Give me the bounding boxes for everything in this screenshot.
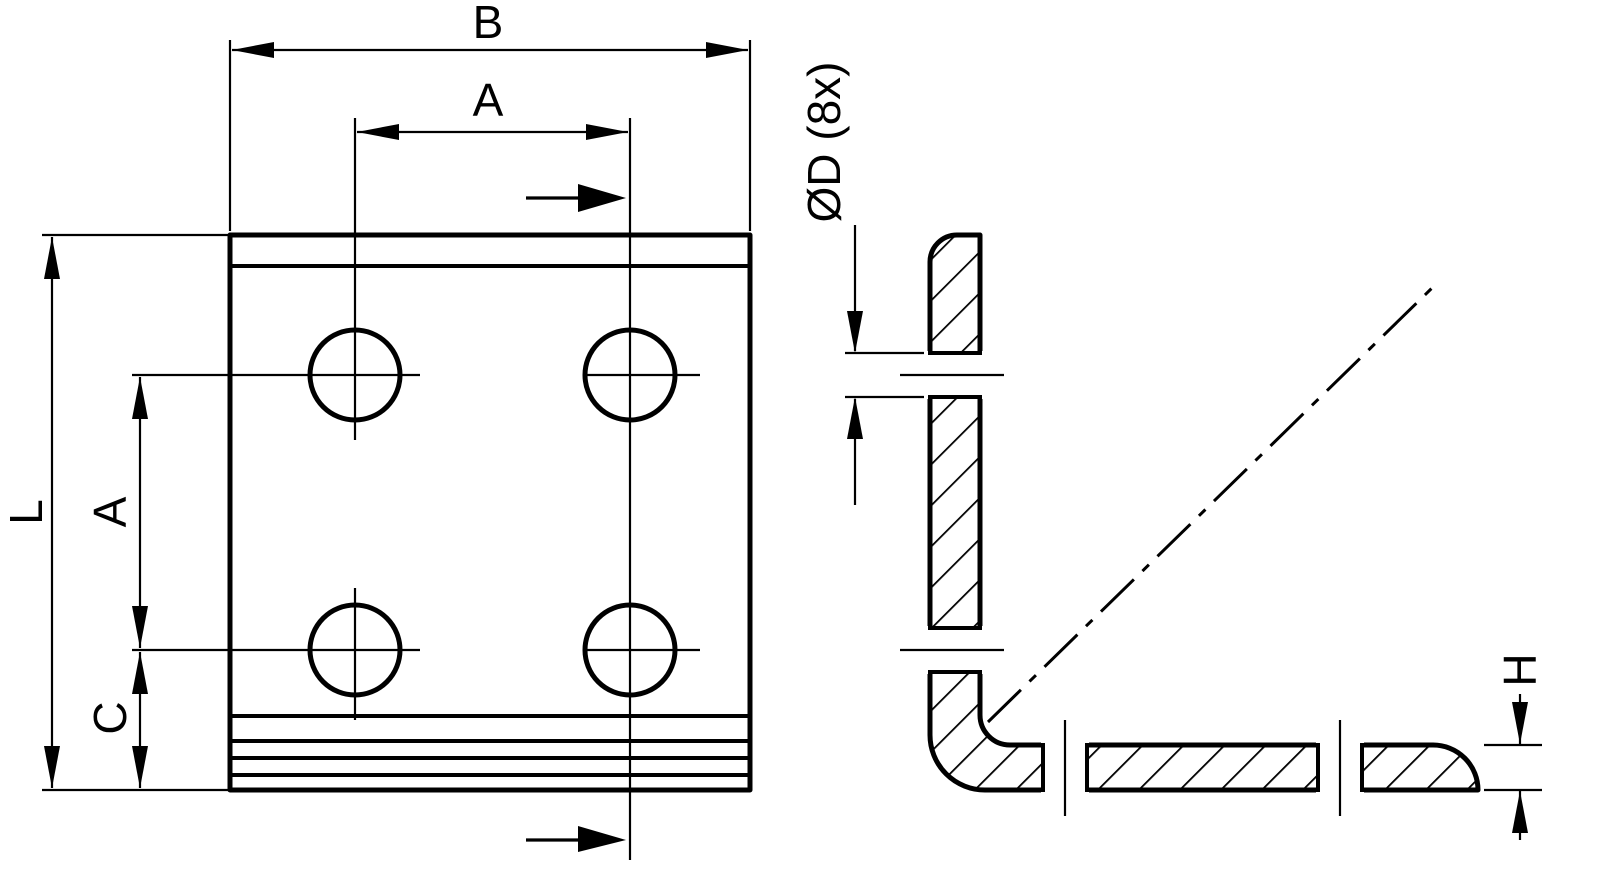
arrowhead-bottom: [132, 606, 148, 648]
front-view: [132, 118, 753, 860]
dim-label-A-vertical: A: [84, 496, 136, 527]
arrowhead-left: [232, 42, 274, 58]
dim-label-A-horizontal: A: [473, 74, 504, 126]
dimension-H: H: [1484, 653, 1546, 840]
dim-label-B: B: [473, 0, 504, 48]
arrowhead-down: [1512, 702, 1528, 744]
arrowhead-right: [586, 124, 628, 140]
dimension-A-vertical: A: [84, 377, 148, 648]
arrowhead-right: [706, 42, 748, 58]
section-arrow-top: [526, 184, 626, 212]
angle-profile-section: [927, 232, 1481, 793]
arrowhead-bottom: [132, 746, 148, 788]
dim-label-L: L: [0, 499, 52, 525]
dimension-D: ØD (8x): [798, 62, 924, 505]
dimension-B: B: [228, 0, 752, 231]
side-view: [900, 232, 1481, 816]
arrowhead-up: [1512, 791, 1528, 833]
dim-label-D: ØD (8x): [798, 62, 850, 223]
arrowhead-bottom: [44, 746, 60, 788]
arrowhead-top: [132, 652, 148, 694]
dimension-L: L: [0, 233, 228, 792]
dimension-A-horizontal: A: [357, 74, 628, 140]
section-arrow-top-head: [578, 184, 626, 212]
section-arrow-bottom-head: [578, 826, 626, 852]
arrowhead-left: [357, 124, 399, 140]
arrowhead-top: [44, 237, 60, 279]
arrowhead-up: [847, 397, 863, 439]
arrowhead-down: [847, 311, 863, 353]
miter-centerline: [986, 286, 1434, 724]
dim-label-H: H: [1494, 653, 1546, 686]
section-arrow-bottom: [526, 826, 626, 852]
dimension-C: C: [84, 652, 148, 788]
dim-label-C: C: [84, 701, 136, 734]
arrowhead-top: [132, 377, 148, 419]
plate-face-outline: [227, 232, 753, 793]
